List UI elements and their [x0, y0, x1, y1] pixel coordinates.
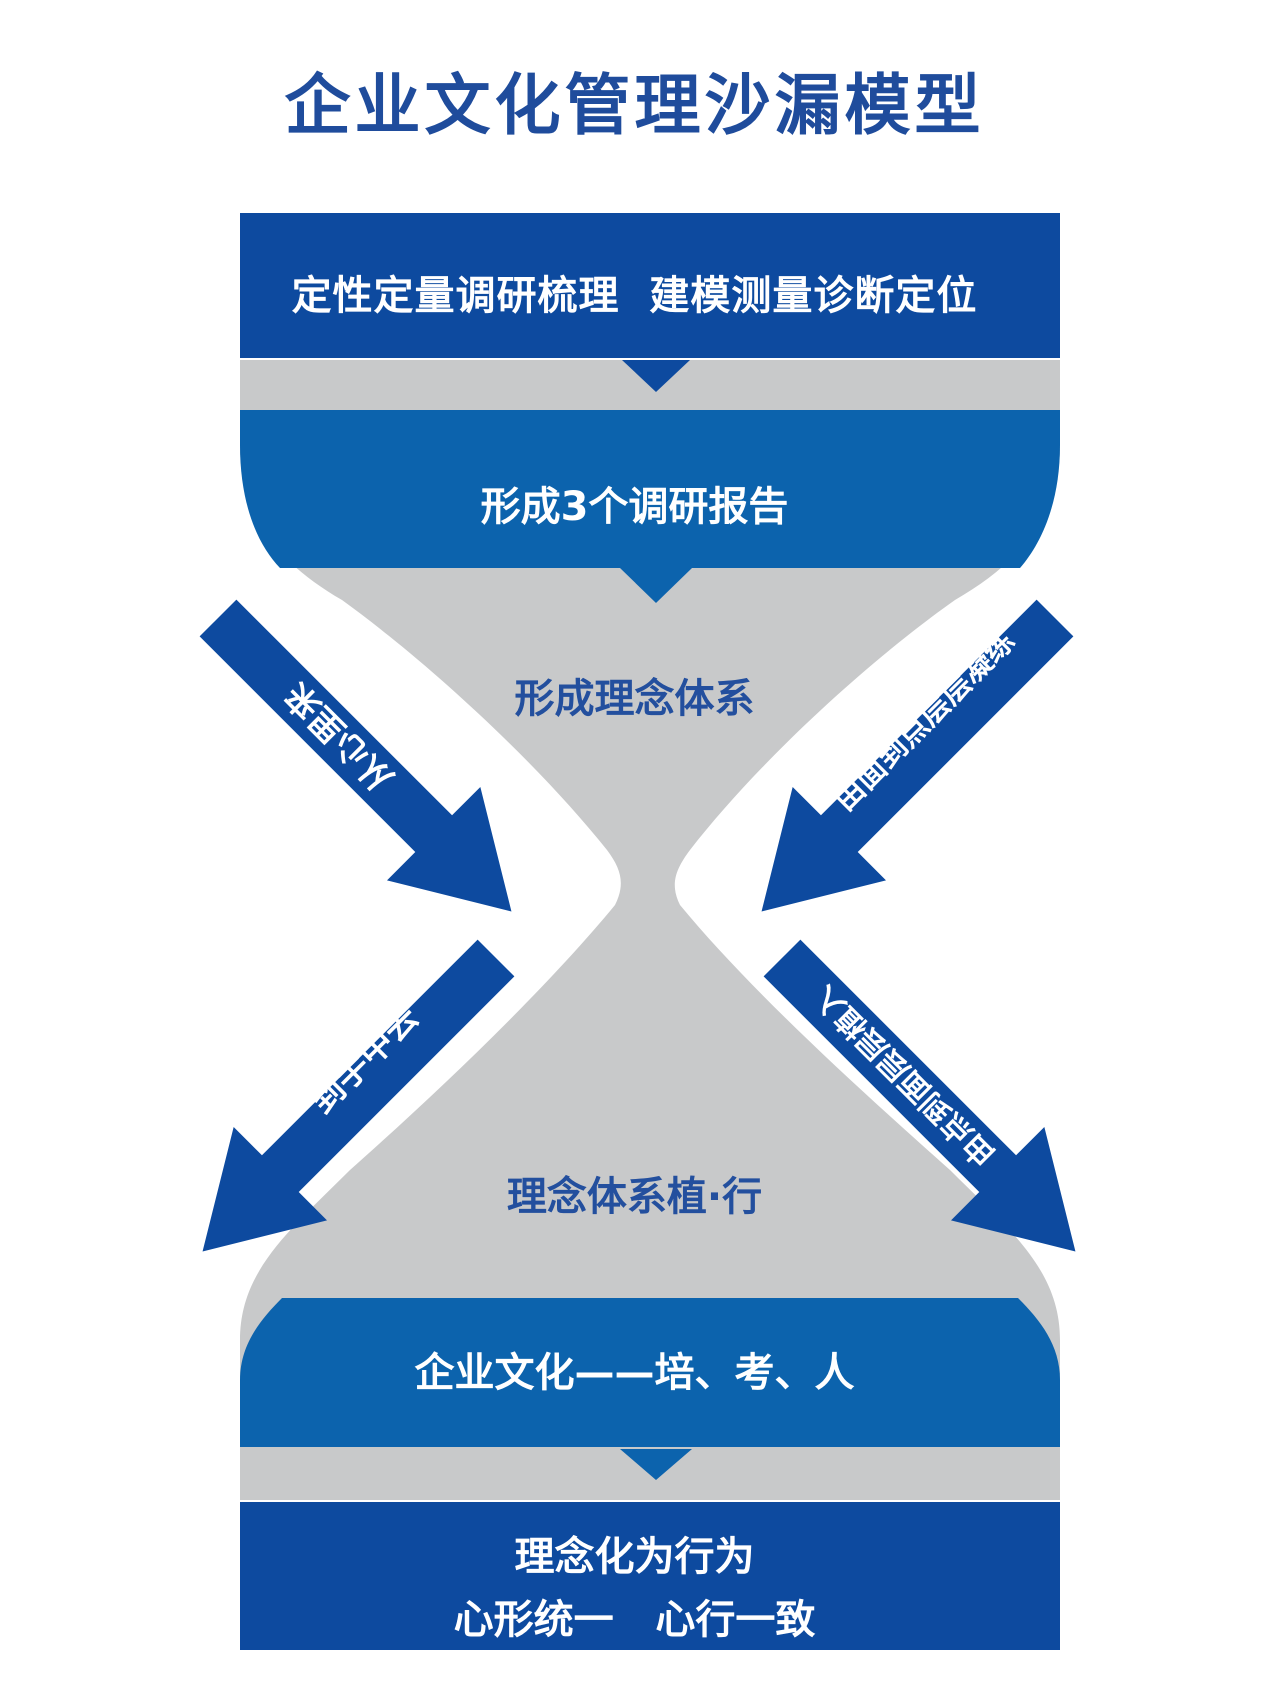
bottom-band-line2: 心形统一 心行一致	[453, 1597, 816, 1643]
upper-neck-label: 形成理念体系	[514, 676, 755, 722]
hourglass-body	[240, 360, 1060, 1500]
bottom-band-line1: 理念化为行为	[514, 1534, 755, 1580]
bottom-band	[240, 1502, 1060, 1650]
report-band	[240, 410, 1060, 568]
report-band-pointer	[620, 568, 692, 603]
culture-band-pointer	[620, 1449, 692, 1480]
top-band-label: 定性定量调研梳理 建模测量诊断定位	[291, 273, 978, 319]
page-title: 企业文化管理沙漏模型	[284, 66, 985, 144]
report-band-label: 形成3个调研报告	[480, 484, 789, 530]
culture-band	[240, 1298, 1060, 1447]
top-band-pointer	[622, 360, 690, 392]
lower-neck-label: 理念体系植·行	[506, 1174, 763, 1220]
culture-band-label: 企业文化——培、考、人	[414, 1350, 855, 1396]
top-band	[240, 213, 1060, 358]
